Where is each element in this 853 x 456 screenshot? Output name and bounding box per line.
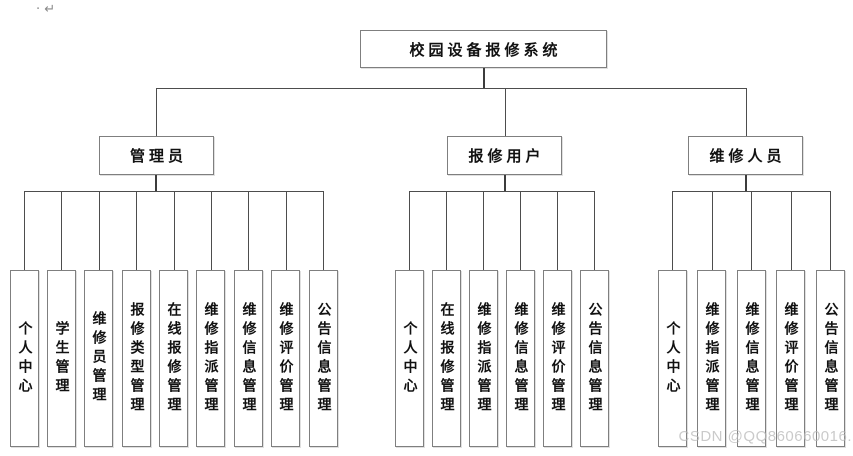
- node-leaf-0-0: 个人中心: [10, 270, 39, 447]
- node-leaf-0-6-label: 维修信息管理: [240, 301, 257, 416]
- node-leaf-0-1-label: 学生管理: [53, 320, 70, 397]
- node-leaf-1-1: 在线报修管理: [432, 270, 461, 447]
- node-leaf-1-4: 维修评价管理: [543, 270, 572, 447]
- paragraph-mark: · ↵: [36, 2, 56, 17]
- connector-leaf-drop: [791, 191, 792, 270]
- node-leaf-0-5-label: 维修指派管理: [202, 301, 219, 416]
- node-leaf-2-4-label: 公告信息管理: [822, 301, 839, 416]
- node-branch-0: 管理员: [99, 136, 214, 175]
- node-branch-1: 报修用户: [447, 136, 562, 175]
- connector-leaf-drop: [520, 191, 521, 270]
- connector-leaf-drop: [751, 191, 752, 270]
- connector-leaf-drop: [286, 191, 287, 270]
- node-leaf-0-6: 维修信息管理: [234, 270, 263, 447]
- connector-child-bar: [409, 191, 594, 192]
- node-leaf-2-2: 维修信息管理: [737, 270, 766, 447]
- node-leaf-2-1-label: 维修指派管理: [703, 301, 720, 416]
- node-leaf-0-4-label: 在线报修管理: [165, 301, 182, 416]
- connector-branch-stub: [155, 175, 157, 191]
- node-branch-1-label: 报修用户: [468, 147, 545, 165]
- connector-leaf-drop: [248, 191, 249, 270]
- node-leaf-2-2-label: 维修信息管理: [743, 301, 760, 416]
- node-leaf-0-2: 维修员管理: [84, 270, 113, 447]
- node-leaf-1-5-label: 公告信息管理: [586, 301, 603, 416]
- connector-top-bar: [156, 88, 746, 89]
- node-leaf-1-5: 公告信息管理: [580, 270, 609, 447]
- node-leaf-0-5: 维修指派管理: [196, 270, 225, 447]
- node-leaf-1-3: 维修信息管理: [506, 270, 535, 447]
- node-leaf-2-3-label: 维修评价管理: [782, 301, 799, 416]
- connector-leaf-drop: [830, 191, 831, 270]
- connector-leaf-drop: [672, 191, 673, 270]
- watermark: CSDN @QQ860660016.: [678, 428, 852, 445]
- connector-leaf-drop: [323, 191, 324, 270]
- connector-leaf-drop: [446, 191, 447, 270]
- connector-leaf-drop: [594, 191, 595, 270]
- node-leaf-1-2-label: 维修指派管理: [475, 301, 492, 416]
- node-leaf-0-1: 学生管理: [47, 270, 76, 447]
- node-leaf-1-2: 维修指派管理: [469, 270, 498, 447]
- node-branch-2: 维修人员: [688, 136, 803, 175]
- connector-branch-drop: [505, 88, 506, 136]
- node-leaf-0-8-label: 公告信息管理: [315, 301, 332, 416]
- connector-leaf-drop: [99, 191, 100, 270]
- connector-root-stub: [483, 68, 485, 88]
- connector-leaf-drop: [409, 191, 410, 270]
- node-leaf-2-3: 维修评价管理: [776, 270, 805, 447]
- connector-branch-stub: [745, 175, 747, 191]
- connector-leaf-drop: [211, 191, 212, 270]
- node-leaf-1-0-label: 个人中心: [401, 320, 418, 397]
- node-root: 校园设备报修系统: [360, 30, 607, 68]
- node-leaf-1-4-label: 维修评价管理: [549, 301, 566, 416]
- connector-leaf-drop: [136, 191, 137, 270]
- connector-leaf-drop: [24, 191, 25, 270]
- node-leaf-1-1-label: 在线报修管理: [438, 301, 455, 416]
- node-leaf-1-3-label: 维修信息管理: [512, 301, 529, 416]
- connector-leaf-drop: [61, 191, 62, 270]
- connector-leaf-drop: [557, 191, 558, 270]
- node-leaf-0-2-label: 维修员管理: [90, 311, 107, 406]
- node-leaf-2-0: 个人中心: [658, 270, 687, 447]
- node-leaf-2-4: 公告信息管理: [816, 270, 845, 447]
- node-leaf-0-0-label: 个人中心: [16, 320, 33, 397]
- node-leaf-1-0: 个人中心: [395, 270, 424, 447]
- node-root-label: 校园设备报修系统: [409, 40, 562, 59]
- node-leaf-0-3-label: 报修类型管理: [128, 301, 145, 416]
- connector-leaf-drop: [174, 191, 175, 270]
- node-leaf-0-7: 维修评价管理: [271, 270, 300, 447]
- node-leaf-2-0-label: 个人中心: [664, 320, 681, 397]
- node-leaf-0-3: 报修类型管理: [122, 270, 151, 447]
- connector-child-bar: [24, 191, 323, 192]
- node-branch-2-label: 维修人员: [709, 147, 786, 165]
- node-leaf-0-7-label: 维修评价管理: [277, 301, 294, 416]
- node-leaf-2-1: 维修指派管理: [697, 270, 726, 447]
- connector-branch-drop: [746, 88, 747, 136]
- connector-branch-drop: [156, 88, 157, 136]
- node-leaf-0-4: 在线报修管理: [159, 270, 188, 447]
- connector-branch-stub: [504, 175, 506, 191]
- node-branch-0-label: 管理员: [129, 147, 187, 165]
- node-leaf-0-8: 公告信息管理: [309, 270, 338, 447]
- connector-leaf-drop: [712, 191, 713, 270]
- connector-leaf-drop: [483, 191, 484, 270]
